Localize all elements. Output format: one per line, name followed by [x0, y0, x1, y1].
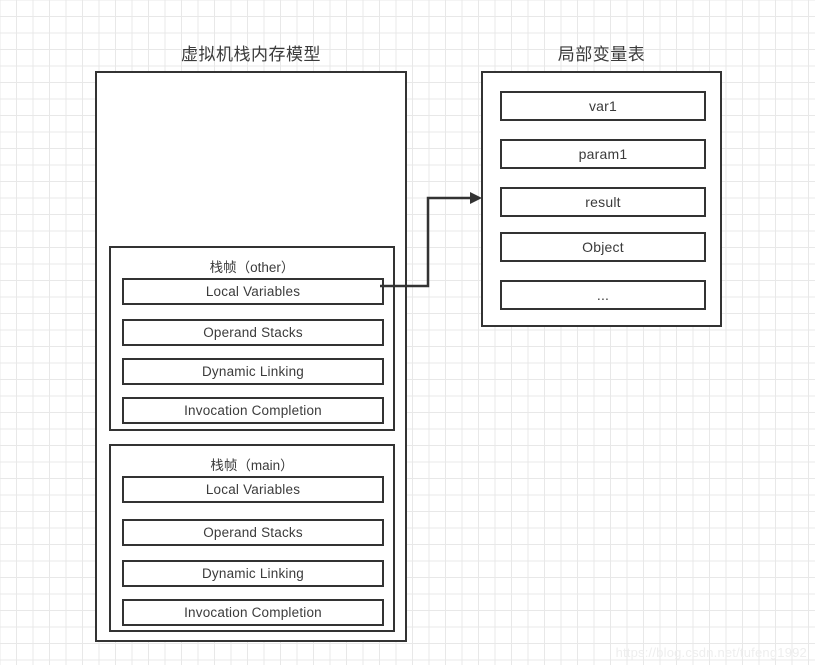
slot-operand-stacks-main[interactable]: Operand Stacks: [122, 519, 384, 546]
lvt-entry-ellipsis[interactable]: ...: [500, 280, 706, 310]
stack-frame-main-title: 栈帧（main）: [210, 458, 294, 473]
slot-dynamic-linking-main[interactable]: Dynamic Linking: [122, 560, 384, 587]
stack-frame-other[interactable]: 栈帧（other） Local Variables Operand Stacks…: [109, 246, 395, 431]
left-panel-title: 虚拟机栈内存模型: [181, 45, 321, 64]
lvt-entry-result[interactable]: result: [500, 187, 706, 217]
lvt-entry-object[interactable]: Object: [500, 232, 706, 262]
right-panel-title: 局部变量表: [557, 45, 646, 64]
jvm-stack-panel: 栈帧（other） Local Variables Operand Stacks…: [95, 71, 407, 642]
local-variable-table-panel: var1 param1 result Object ...: [481, 71, 722, 327]
slot-local-variables-main[interactable]: Local Variables: [122, 476, 384, 503]
lvt-entry-var1[interactable]: var1: [500, 91, 706, 121]
lvt-entry-param1[interactable]: param1: [500, 139, 706, 169]
slot-dynamic-linking-other[interactable]: Dynamic Linking: [122, 358, 384, 385]
stack-frame-main[interactable]: 栈帧（main） Local Variables Operand Stacks …: [109, 444, 395, 632]
watermark-text: https://blog.csdn.net/tufeng1992: [615, 645, 807, 660]
slot-local-variables-other[interactable]: Local Variables: [122, 278, 384, 305]
stack-frame-other-title: 栈帧（other）: [209, 260, 295, 275]
slot-invocation-completion-other[interactable]: Invocation Completion: [122, 397, 384, 424]
slot-invocation-completion-main[interactable]: Invocation Completion: [122, 599, 384, 626]
slot-operand-stacks-other[interactable]: Operand Stacks: [122, 319, 384, 346]
